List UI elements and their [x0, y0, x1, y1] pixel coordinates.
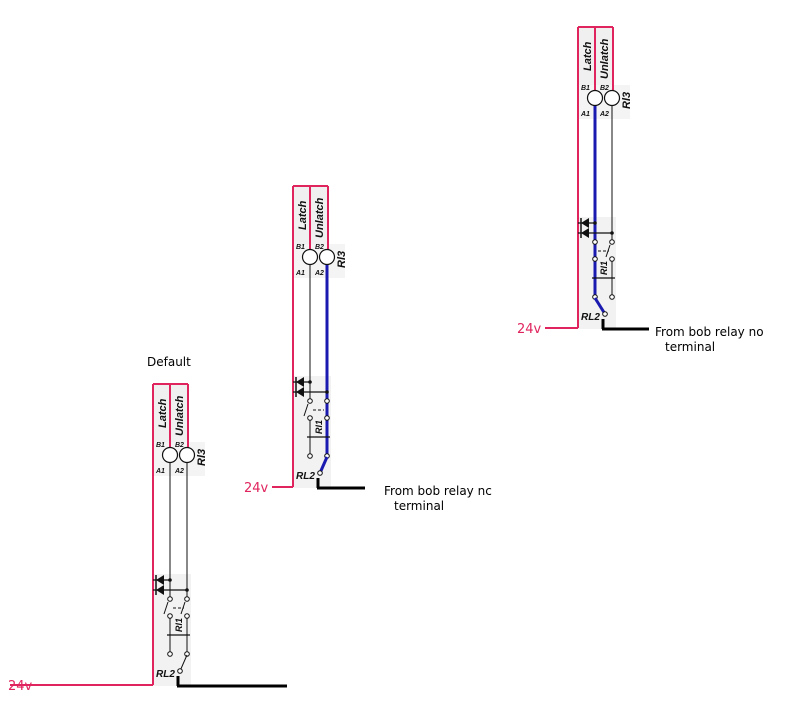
diode-icon [296, 387, 304, 397]
latch-label: Latch [582, 41, 594, 71]
contact-terminal [592, 256, 598, 262]
contact-terminal [184, 596, 190, 602]
b1-label: B1 [581, 85, 590, 92]
a1-label: A1 [295, 270, 305, 277]
latch-coil [301, 248, 319, 266]
unlatch-coil [318, 248, 336, 266]
rl2-common-terminal [317, 470, 323, 476]
contact-terminal [184, 651, 190, 657]
contact-terminal [167, 596, 173, 602]
a1-label: A1 [580, 111, 590, 118]
junction-dot [610, 231, 614, 235]
contact-terminal [609, 294, 615, 300]
rl1-blade [303, 403, 309, 417]
latch-label: Latch [297, 200, 309, 230]
rl2-blade [179, 654, 188, 672]
supply-voltage-label: 24v [8, 679, 33, 694]
latch-coil [161, 446, 179, 464]
diode-icon [581, 218, 589, 228]
a2-label: A2 [174, 468, 184, 475]
latch-label: Latch [157, 398, 169, 428]
junction-dot [168, 578, 172, 582]
relay1-label: Rl1 [314, 420, 324, 434]
feed-note-line2: terminal [665, 340, 715, 354]
contact-terminal [324, 398, 330, 404]
b2-label: B2 [600, 85, 609, 92]
latch-coil [586, 89, 604, 107]
contact-terminal [307, 415, 313, 421]
junction-dot [308, 380, 312, 384]
coil-panel [578, 85, 630, 119]
feed-note-line1: From bob relay nc [384, 484, 492, 498]
contact-terminal [592, 239, 598, 245]
relay3-label: Rl3 [621, 92, 633, 109]
relay3-label: Rl3 [336, 251, 348, 268]
coil-panel [153, 442, 205, 476]
relay2-label: RL2 [296, 471, 315, 482]
rl2-blade [593, 297, 607, 315]
contact-terminal [324, 415, 330, 421]
diode-icon [156, 575, 164, 585]
contact-terminal [609, 239, 615, 245]
junction-dot [593, 221, 597, 225]
contact-terminal [609, 256, 615, 262]
unlatch-coil [178, 446, 196, 464]
relay1-label: Rl1 [174, 618, 184, 632]
rl2-common-terminal [177, 668, 183, 674]
supply-voltage-label: 24v [244, 481, 269, 496]
junction-dot [185, 588, 189, 592]
contact-terminal [184, 613, 190, 619]
contact-terminal [307, 453, 313, 459]
contact-panel [293, 376, 331, 488]
diode-icon [581, 228, 589, 238]
coil-panel [293, 244, 345, 278]
b2-label: B2 [175, 442, 184, 449]
a2-label: A2 [599, 111, 609, 118]
unlatch-label: Unlatch [599, 38, 611, 79]
contact-terminal [167, 651, 173, 657]
junction-dot [325, 390, 329, 394]
supply-voltage-label: 24v [517, 322, 542, 337]
diode-icon [296, 377, 304, 387]
unlatch-coil [603, 89, 621, 107]
contact-panel [153, 574, 191, 686]
relay2-label: RL2 [156, 669, 175, 680]
a1-label: A1 [155, 468, 165, 475]
relay2-label: RL2 [581, 312, 600, 323]
b1-label: B1 [296, 244, 305, 251]
unlatch-label: Unlatch [174, 395, 186, 436]
unlatch-label: Unlatch [314, 197, 326, 238]
b2-label: B2 [315, 244, 324, 251]
rl2-blade [318, 456, 329, 474]
rl2-common-terminal [602, 311, 608, 317]
rl1-blade [163, 601, 169, 615]
b1-label: B1 [156, 442, 165, 449]
contact-panel [578, 217, 616, 329]
a2-label: A2 [314, 270, 324, 277]
relay3-label: Rl3 [196, 449, 208, 466]
relay1-label: Rl1 [599, 261, 609, 275]
feed-note-line1: From bob relay no [655, 325, 764, 339]
feed-note-line2: terminal [394, 499, 444, 513]
contact-terminal [307, 398, 313, 404]
circuit-title: Default [147, 355, 191, 369]
contact-terminal [167, 613, 173, 619]
diode-icon [156, 585, 164, 595]
